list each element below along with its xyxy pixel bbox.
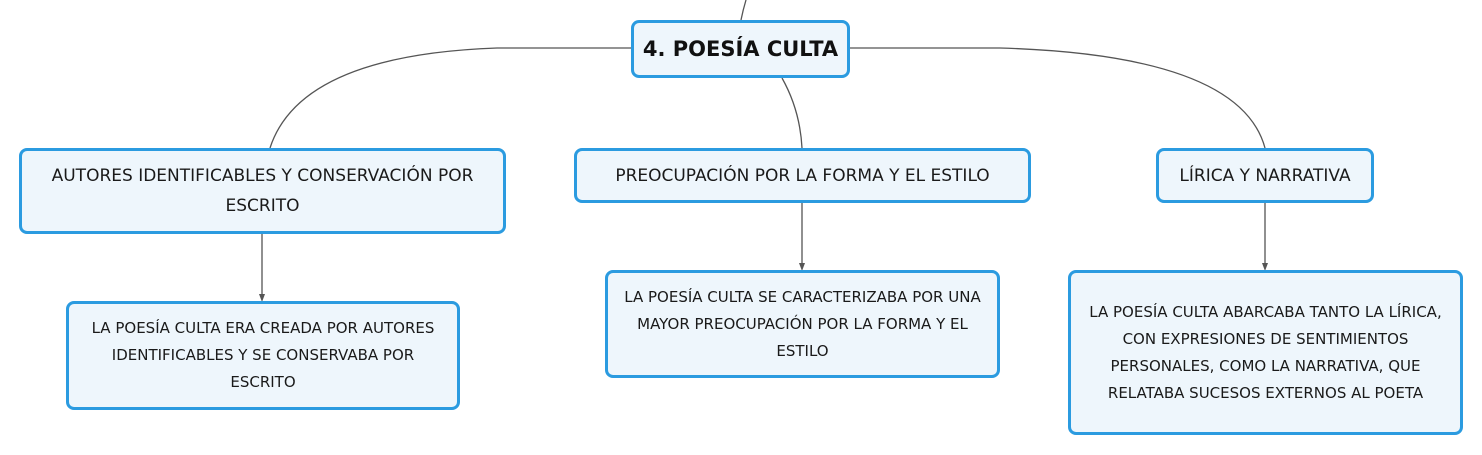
connector-root-preocupacion — [781, 77, 803, 149]
root-topic[interactable]: 4. POESÍA CULTA — [631, 20, 850, 78]
topic-lirica-narrativa[interactable]: LÍRICA Y NARRATIVA — [1156, 148, 1374, 203]
topic-autores-identificables[interactable]: AUTORES IDENTIFICABLES Y CONSERVACIÓN PO… — [19, 148, 506, 234]
topic-preocupacion-forma[interactable]: PREOCUPACIÓN POR LA FORMA Y EL ESTILO — [574, 148, 1031, 203]
subtopic-autores-text: LA POESÍA CULTA ERA CREADA POR AUTORES I… — [91, 319, 435, 391]
topic-lirica-label: LÍRICA Y NARRATIVA — [1179, 165, 1351, 186]
root-topic-label: 4. POESÍA CULTA — [642, 37, 839, 61]
connector-root-autores — [269, 47, 631, 149]
subtopic-lirica-text: LA POESÍA CULTA ABARCABA TANTO LA LÍRICA… — [1089, 302, 1442, 402]
connector-root-lirica — [850, 47, 1266, 149]
subtopic-preocupacion-detail[interactable]: LA POESÍA CULTA SE CARACTERIZABA POR UNA… — [605, 270, 1000, 378]
subtopic-preocupacion-text: LA POESÍA CULTA SE CARACTERIZABA POR UNA… — [624, 287, 981, 360]
subtopic-lirica-detail[interactable]: LA POESÍA CULTA ABARCABA TANTO LA LÍRICA… — [1068, 270, 1463, 435]
topic-autores-label: AUTORES IDENTIFICABLES Y CONSERVACIÓN PO… — [51, 166, 474, 216]
connector-parent-root — [740, 0, 747, 21]
topic-preocupacion-label: PREOCUPACIÓN POR LA FORMA Y EL ESTILO — [615, 165, 990, 186]
subtopic-autores-detail[interactable]: LA POESÍA CULTA ERA CREADA POR AUTORES I… — [66, 301, 460, 410]
